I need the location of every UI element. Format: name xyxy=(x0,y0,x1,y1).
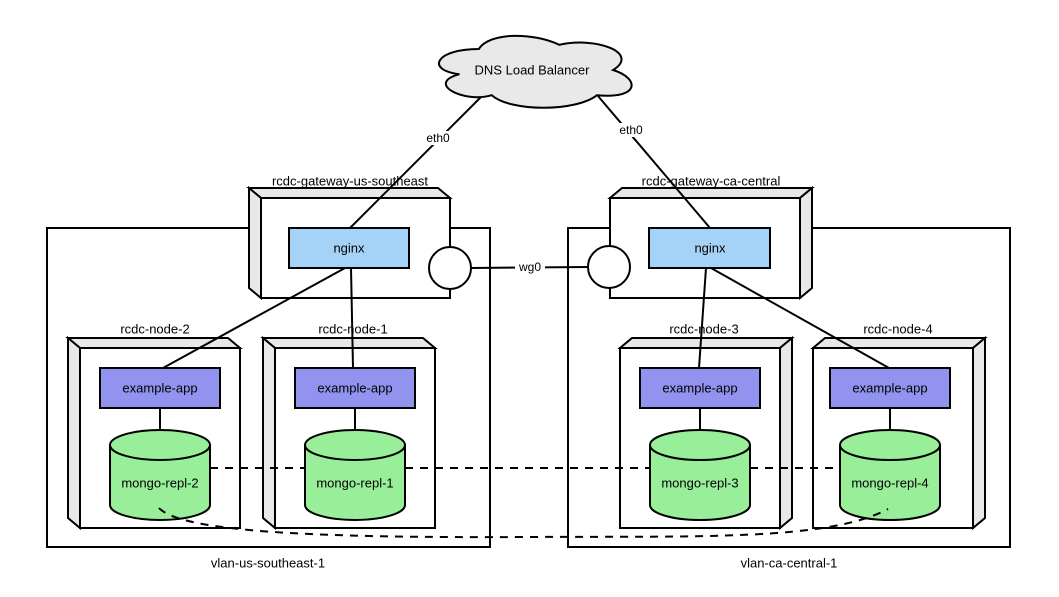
db-label-repl-4: mongo-repl-4 xyxy=(851,476,928,491)
app-label-node-4: example-app xyxy=(852,381,927,396)
eth0-right-label: eth0 xyxy=(619,123,643,137)
wg0-interface-circle-right xyxy=(587,245,631,289)
db-label-repl-3: mongo-repl-3 xyxy=(661,476,738,491)
cylinder-rim xyxy=(304,444,406,461)
edge-replication-repl2-repl4 xyxy=(158,507,889,539)
edge-nginx-to-app-node-4 xyxy=(710,267,890,369)
gateway-label-us-southeast: rcdc-gateway-us-southeast xyxy=(272,174,428,189)
cylinder-rim xyxy=(109,444,211,461)
app-label-node-3: example-app xyxy=(662,381,737,396)
node-cube-side-face xyxy=(67,335,81,531)
dns-cloud-shape xyxy=(438,34,633,109)
node-cube-top-face xyxy=(260,337,438,349)
wg0-label-bg xyxy=(515,260,545,274)
edge-cloud-to-nginx-left xyxy=(349,96,482,229)
node-label-rcdc-node-4: rcdc-node-4 xyxy=(863,322,932,337)
node-label-rcdc-node-1: rcdc-node-1 xyxy=(318,322,387,337)
nginx-box-ca-central xyxy=(648,227,771,269)
nginx-label-right: nginx xyxy=(694,241,726,256)
cylinder-rim xyxy=(839,444,941,461)
wg0-interface-circle-left xyxy=(428,246,472,290)
edge-cloud-to-nginx-right xyxy=(597,95,711,229)
example-app-box-node-3 xyxy=(639,367,761,409)
db-label-repl-1: mongo-repl-1 xyxy=(316,476,393,491)
cylinder-rim xyxy=(649,444,751,461)
vlan-label-us-southeast: vlan-us-southeast-1 xyxy=(211,556,325,571)
mongo-cylinder-repl-2 xyxy=(109,429,211,521)
gateway-cube-side-face xyxy=(248,185,262,301)
node-cube-top-face xyxy=(617,337,795,349)
eth0-right-label-bg xyxy=(616,123,646,137)
mongo-cylinder-repl-4 xyxy=(839,429,941,521)
gateway-cube-side-face xyxy=(799,185,813,301)
cloud-label: DNS Load Balancer xyxy=(475,63,591,78)
app-label-node-2: example-app xyxy=(122,381,197,396)
eth0-left-label: eth0 xyxy=(426,131,450,145)
node-label-rcdc-node-2: rcdc-node-2 xyxy=(120,322,189,337)
node-cube-side-face xyxy=(262,335,276,531)
gateway-cube-top-face xyxy=(607,187,815,199)
cylinder-body xyxy=(839,429,941,521)
cylinder-body xyxy=(649,429,751,521)
edge-nginx-to-app-node-2 xyxy=(162,267,346,369)
example-app-box-node-1 xyxy=(294,367,416,409)
cylinder-body xyxy=(304,429,406,521)
edge-nginx-to-app-node-1 xyxy=(350,267,354,369)
cylinder-body xyxy=(109,429,211,521)
db-label-repl-2: mongo-repl-2 xyxy=(121,476,198,491)
example-app-box-node-4 xyxy=(829,367,951,409)
mongo-cylinder-repl-3 xyxy=(649,429,751,521)
nginx-label-left: nginx xyxy=(333,241,365,256)
node-cube-side-face xyxy=(972,335,986,531)
example-app-box-node-2 xyxy=(99,367,221,409)
node-cube-side-face xyxy=(779,335,793,531)
app-label-node-1: example-app xyxy=(317,381,392,396)
gateway-cube-top-face xyxy=(246,187,453,199)
mongo-cylinder-repl-1 xyxy=(304,429,406,521)
node-label-rcdc-node-3: rcdc-node-3 xyxy=(669,322,738,337)
nginx-box-us-southeast xyxy=(288,227,410,269)
eth0-left-label-bg xyxy=(423,131,453,145)
edge-nginx-to-app-node-3 xyxy=(698,267,707,369)
wg0-label: wg0 xyxy=(518,260,541,274)
gateway-label-ca-central: rcdc-gateway-ca-central xyxy=(642,174,781,189)
vlan-label-ca-central: vlan-ca-central-1 xyxy=(741,556,838,571)
